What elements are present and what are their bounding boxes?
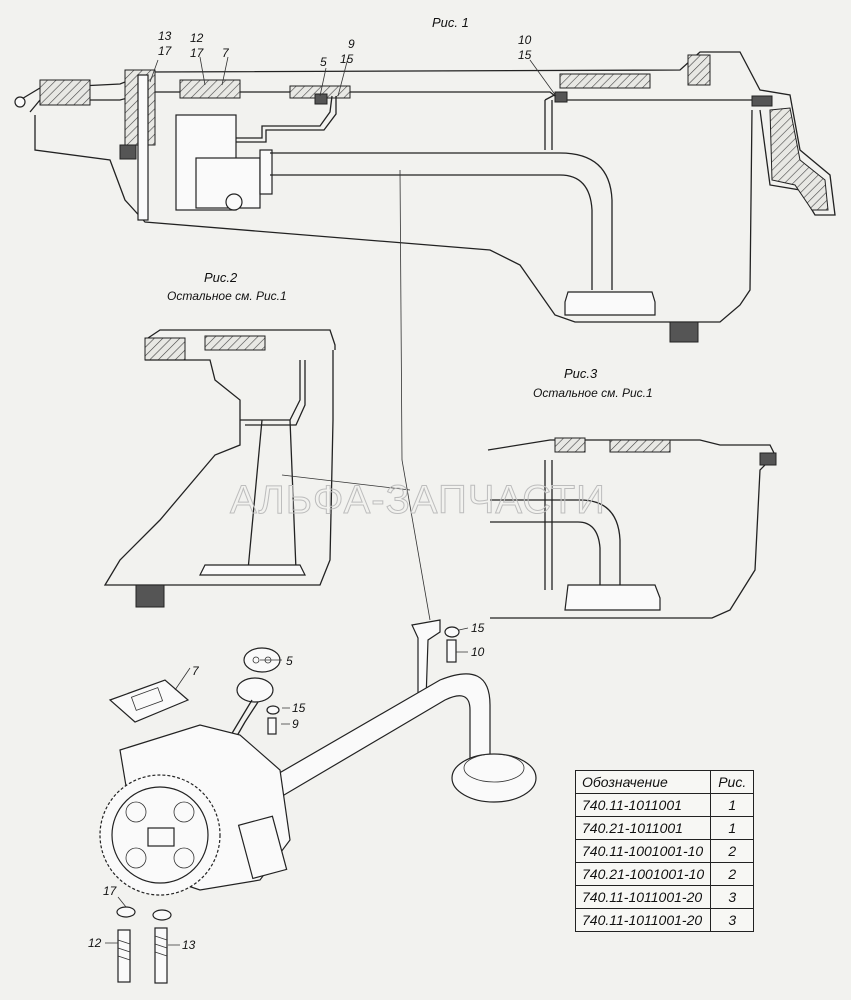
bolt-fig1-d: [119, 144, 137, 160]
bolt-fig1-b: [554, 91, 568, 103]
pump-outlet-block: [237, 815, 288, 880]
callout-12-fig1: 12: [190, 31, 204, 45]
exploded-strainer: [451, 753, 537, 803]
gear-hub: [147, 827, 175, 847]
exploded-view: [99, 619, 537, 984]
table-row: 740.11-1011001-20 3: [574, 885, 755, 909]
bolt-fig3: [759, 452, 777, 466]
callout-5-exploded: 5: [286, 654, 293, 668]
figure-2-caption: Рис.2: [204, 270, 238, 285]
bolt-12: [117, 929, 131, 983]
table-row: 740.21-1011001 1: [574, 816, 755, 840]
gasket-7: [108, 679, 190, 723]
designation-cell: 740.21-1001001-10: [574, 862, 712, 886]
callout-7-exploded: 7: [192, 664, 200, 678]
figure-3-caption: Рис.3: [564, 366, 598, 381]
washer-15-small: [266, 705, 280, 715]
table-row: 740.21-1001001-10 2: [574, 862, 755, 886]
bolt-fig1-e: [14, 96, 26, 108]
drain-plug-fig2: [135, 584, 165, 608]
figure-cell: 3: [710, 908, 755, 932]
washer-15-bracket: [444, 626, 460, 638]
figure-2-note: Остальное см. Рис.1: [167, 289, 287, 303]
pump-plug: [225, 193, 243, 211]
washer-17-left: [116, 906, 136, 918]
figure-3-note: Остальное см. Рис.1: [533, 386, 653, 400]
callout-15-exploded-bracket: 15: [471, 621, 485, 635]
callout-10-exploded: 10: [471, 645, 485, 659]
flange-section-left: [39, 79, 91, 106]
callout-15-fig1-right: 15: [518, 48, 532, 62]
fig3-flange-left: [554, 437, 586, 453]
flange-section-top: [179, 79, 241, 99]
callout-13-fig1: 13: [158, 29, 172, 43]
callout-15-fig1-left: 15: [340, 52, 354, 66]
callout-12-exploded: 12: [88, 936, 102, 950]
callout-17-fig1-right: 17: [190, 46, 205, 60]
figure-1-section-view: [14, 51, 836, 343]
fig3-flange-mid: [609, 439, 671, 453]
oil-strainer: [564, 291, 656, 316]
callout-17-fig1-left: 17: [158, 44, 173, 58]
figure-2-section-view: [103, 329, 336, 608]
drain-plug-fig1: [669, 321, 699, 343]
figure-1-caption: Рис. 1: [432, 15, 469, 30]
callout-7-fig1: 7: [222, 46, 230, 60]
table-row: 740.11-1001001-10 2: [574, 839, 755, 863]
drive-gear-plate: [137, 74, 149, 221]
fig2-strainer: [199, 564, 306, 576]
callout-9-fig1: 9: [348, 37, 355, 51]
callout-leaders: [105, 56, 557, 946]
callout-9-exploded: 9: [292, 717, 299, 731]
callout-5-fig1: 5: [320, 55, 327, 69]
callout-10-fig1: 10: [518, 33, 532, 47]
bolt-13: [154, 927, 168, 984]
flange-section-corner: [687, 54, 711, 86]
header-designation: Обозначение: [574, 770, 712, 794]
table-row: 740.11-1011001 1: [574, 793, 755, 817]
bolt-10: [446, 639, 457, 663]
figure-cell: 2: [710, 862, 755, 886]
tube-flange: [236, 677, 274, 703]
flange-section-end: [769, 107, 829, 211]
washer-17-right: [152, 909, 172, 921]
callout-15-exploded-small: 15: [292, 701, 306, 715]
pipe-bracket: [411, 619, 441, 701]
suction-pipe: [249, 673, 491, 809]
bolt-fig1-c: [751, 95, 773, 107]
designation-cell: 740.11-1011001: [574, 793, 712, 817]
figure-cell: 1: [710, 793, 755, 817]
fig2-flange-mid: [204, 335, 266, 351]
figure-cell: 2: [710, 839, 755, 863]
figure-3-section-view: [487, 437, 777, 619]
callout-13-exploded: 13: [182, 938, 196, 952]
pump-outlet-flange: [259, 149, 273, 195]
table-header-row: Обозначение Рис.: [574, 770, 755, 794]
designation-cell: 740.11-1011001-20: [574, 908, 712, 932]
figure-cell: 3: [710, 885, 755, 909]
designation-cell: 740.21-1011001: [574, 816, 712, 840]
bolt-fig1-a: [314, 93, 328, 105]
designation-cell: 740.11-1011001-20: [574, 885, 712, 909]
designation-table: Обозначение Рис. 740.11-1011001 1 740.21…: [574, 770, 755, 932]
callout-17-exploded: 17: [103, 884, 118, 898]
flange-section-right: [559, 73, 651, 89]
fig2-flange-left: [144, 337, 186, 361]
designation-cell: 740.11-1001001-10: [574, 839, 712, 863]
fig3-strainer: [564, 584, 661, 611]
watermark: АЛЬФА-ЗАПЧАСТИ: [230, 478, 606, 522]
header-figure: Рис.: [710, 770, 755, 794]
bolt-9: [267, 717, 277, 735]
table-row: 740.11-1011001-20 3: [574, 908, 755, 932]
figure-cell: 1: [710, 816, 755, 840]
